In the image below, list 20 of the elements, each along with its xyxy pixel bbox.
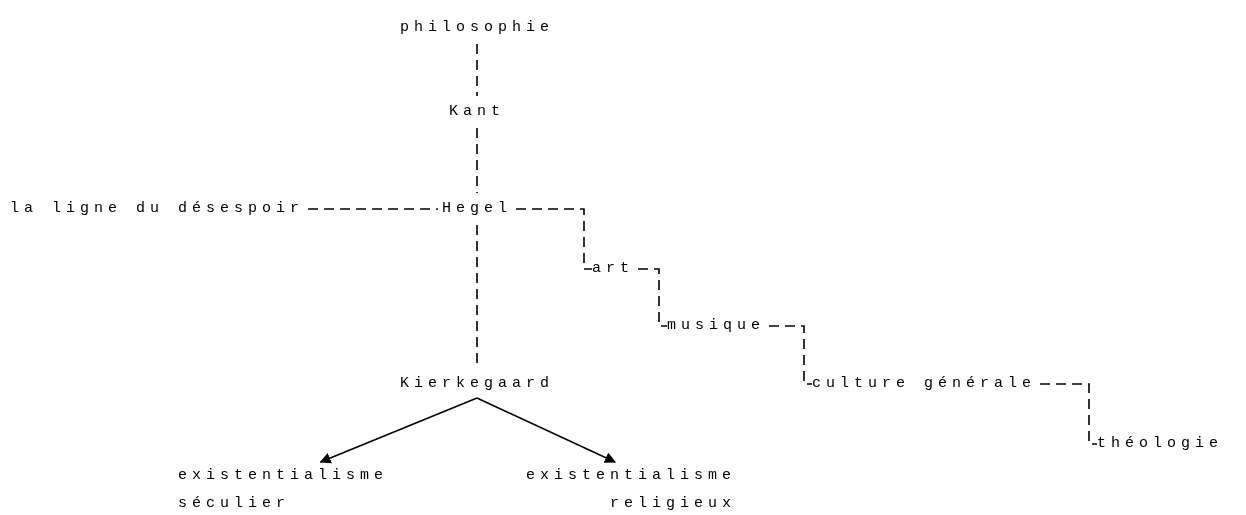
arrow [476,397,617,463]
connector-line [476,43,478,97]
node-label: existentialisme religieux [520,462,736,515]
connector-line [476,127,478,194]
node-label: la ligne du désespoir [10,195,305,223]
node-label: musique [667,312,765,340]
node-label: culture générale [812,370,1037,398]
arrow [319,397,478,464]
connector-line [515,208,593,270]
node-label: art [592,255,634,283]
connector-line [1039,383,1098,445]
node-label: philosophie [400,14,555,42]
connector-line [307,208,439,210]
connector-line [768,325,813,385]
connector-line [637,268,668,327]
node-label: Hegel [442,195,512,223]
node-label: Kant [449,98,505,126]
node-label: Kierkegaard [400,370,555,398]
node-label: théologie [1097,430,1223,458]
node-label: existentialisme séculier [178,462,394,515]
